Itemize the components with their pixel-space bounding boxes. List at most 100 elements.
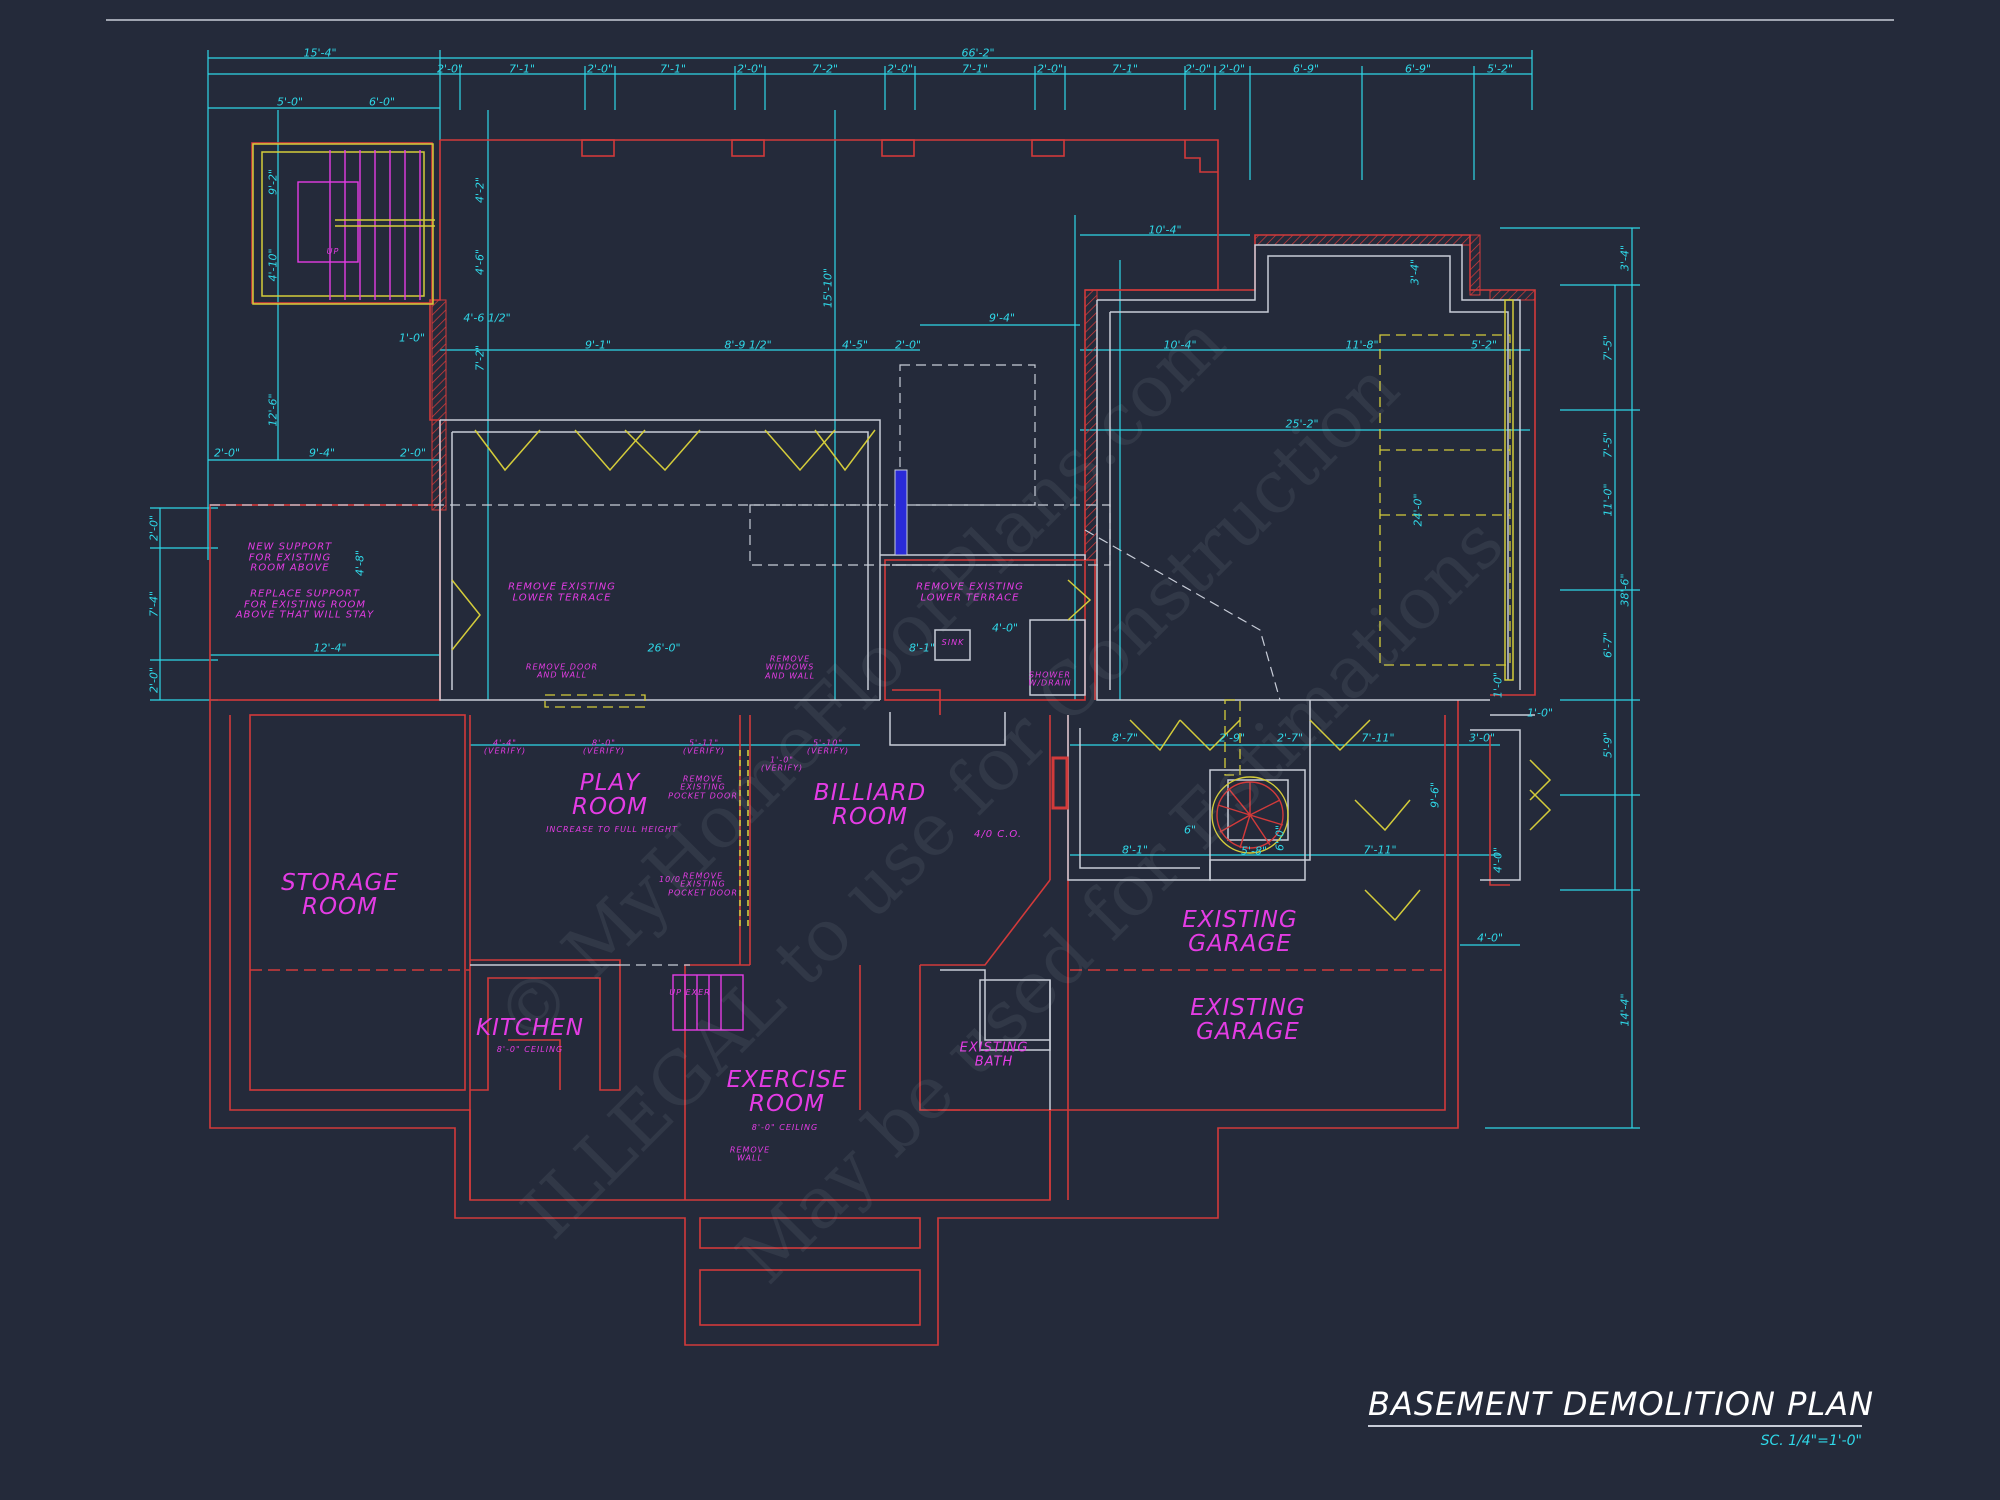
dim-mid-7: 11'-8" (1345, 338, 1379, 352)
dim-top-5: 7'-1" (508, 62, 536, 76)
dim-low-9: 6'-0" (1273, 824, 1287, 852)
dim-top-9: 7'-2" (811, 62, 839, 76)
dim-mid-8: 5'-2" (1470, 338, 1498, 352)
dim-vert-6: 4'-8" (353, 549, 367, 577)
dim-top-14: 2'-0" (1184, 62, 1212, 76)
dim-low-6: 8'-1" (1121, 843, 1149, 857)
dim-top-3: 6'-0" (368, 95, 396, 109)
note-remove-windows: REMOVE WINDOWS AND WALL (764, 654, 816, 681)
note-new-support: NEW SUPPORT FOR EXISTING ROOM ABOVE (247, 541, 333, 574)
dim-vert-9: 7'-2" (473, 344, 487, 372)
dim-vert-17: 1'-0" (1491, 671, 1505, 699)
window-swings (252, 143, 1552, 922)
dim-low-13: 5'-9" (1601, 731, 1615, 759)
note-remove-wall: REMOVE WALL (729, 1145, 771, 1163)
dim-top-4: 2'-0" (436, 62, 464, 76)
dim-top-0: 15'-4" (303, 46, 337, 60)
dim-mid-5: 10'-4" (1148, 223, 1182, 237)
dim-mid-2: 4'-5" (841, 338, 869, 352)
red-opening (1051, 756, 1069, 810)
room-label-billiard: BILLIARD ROOM (813, 779, 927, 830)
dimension-lines (150, 50, 1640, 1129)
dim-mid-19: 4'-0" (991, 621, 1019, 635)
note-verify-3: 5'-11" (VERIFY) (682, 738, 726, 756)
note-sink: SINK (941, 637, 965, 647)
dim-top-8: 2'-0" (736, 62, 764, 76)
dim-vert-2: 12'-6" (266, 393, 280, 427)
dim-low-5: 1'-0" (1526, 706, 1554, 720)
dim-top-7: 7'-1" (659, 62, 687, 76)
dim-mid-15: 1'-0" (398, 331, 426, 345)
yellow-dashed-outlines (544, 334, 1511, 776)
dim-mid-18: 8'-1" (908, 641, 936, 655)
dim-mid-17: 26'-0" (647, 641, 681, 655)
dim-low-12: 9'-6" (1428, 781, 1442, 809)
dim-low-8: 5'-8" (1240, 844, 1268, 858)
dim-mid-1: 8'-9 1/2" (724, 338, 772, 352)
dim-vert-10: 15'-10" (821, 267, 835, 309)
dim-low-7: 6" (1183, 823, 1197, 837)
dim-vert-15: 38'-6" (1618, 573, 1632, 607)
room-label-exercise: EXERCISE ROOM (726, 1066, 848, 1117)
dim-top-16: 6'-9" (1292, 62, 1320, 76)
dim-low-0: 8'-7" (1111, 731, 1139, 745)
dim-vert-16: 14'-4" (1618, 993, 1632, 1027)
dim-mid-6: 10'-4" (1163, 338, 1197, 352)
dim-low-3: 7'-11" (1361, 731, 1395, 745)
room-label-storage: STORAGE ROOM (281, 869, 399, 920)
dim-mid-0: 9'-1" (584, 338, 612, 352)
note-verify-1: 4'-4" (VERIFY) (483, 738, 527, 756)
note-remove-pocket-door-2: REMOVE EXISTING POCKET DOOR (668, 871, 738, 898)
existing-building-lines (439, 244, 1535, 1110)
dim-mid-3: 2'-0" (894, 338, 922, 352)
dim-vert-3: 2'-0" (147, 514, 161, 542)
dim-top-18: 5'-2" (1486, 62, 1514, 76)
dim-mid-11: 2'-0" (213, 446, 241, 460)
note-cased-opening: 4/0 C.O. (973, 828, 1023, 840)
dim-vert-0: 9'-2" (266, 168, 280, 196)
dim-vert-5: 2'-0" (147, 666, 161, 694)
stair-rails (335, 219, 435, 227)
dim-vert-13: 11'-0" (1601, 483, 1615, 517)
room-label-existing-garage-upper: EXISTING GARAGE (1182, 906, 1298, 957)
drawing-scale: SC. 1/4"=1'-0" (1760, 1433, 1862, 1449)
room-note-play: INCREASE TO FULL HEIGHT (546, 824, 678, 834)
dim-top-12: 2'-0" (1036, 62, 1064, 76)
dim-vert-18: 4'-0" (1491, 846, 1505, 874)
dim-top-13: 7'-1" (1111, 62, 1139, 76)
dim-top-1: 66'-2" (961, 46, 995, 60)
dim-top-6: 2'-0" (586, 62, 614, 76)
dim-top-2: 5'-0" (276, 95, 304, 109)
note-shower: SHOWER W/DRAIN (1028, 670, 1072, 688)
dim-low-4: 3'-0" (1468, 731, 1496, 745)
dim-vert-7: 4'-2" (473, 176, 487, 204)
dim-vert-19: 3'-4" (1408, 258, 1422, 286)
dim-low-2: 2'-7" (1276, 731, 1304, 745)
dim-mid-9: 25'-2" (1285, 417, 1319, 431)
room-label-kitchen: KITCHEN (475, 1014, 585, 1041)
room-label-existing-garage-lower: EXISTING GARAGE (1190, 994, 1306, 1045)
note-remove-terrace-left: REMOVE EXISTING LOWER TERRACE (508, 581, 616, 603)
blue-window (894, 469, 908, 556)
dim-mid-16: 12'-4" (313, 641, 347, 655)
dim-top-15: 2'-0" (1218, 62, 1246, 76)
dashed-outlines (210, 364, 1281, 966)
dim-low-10: 7'-11" (1363, 843, 1397, 857)
room-label-existing-bath: EXISTING BATH (959, 1040, 1029, 1069)
dim-mid-4: 9'-4" (988, 311, 1016, 325)
note-up: UP (326, 246, 340, 256)
stair (297, 150, 744, 1031)
dim-top-17: 6'-9" (1404, 62, 1432, 76)
dim-vert-4: 7'-4" (147, 590, 161, 618)
note-remove-terrace-right: REMOVE EXISTING LOWER TERRACE (916, 581, 1024, 603)
pocket-door (739, 750, 749, 930)
dim-top-10: 2'-0" (886, 62, 914, 76)
dim-low-11: 4'-0" (1476, 931, 1504, 945)
spiral-stair (1211, 776, 1289, 854)
dim-vert-20: 7'-5" (1601, 431, 1615, 459)
dim-vert-8: 4'-6" (473, 248, 487, 276)
note-up-exer: UP EXER (669, 987, 711, 997)
room-note-exercise: 8'-0" CEILING (751, 1122, 819, 1132)
note-pocket-size: 10/0 (659, 874, 681, 884)
